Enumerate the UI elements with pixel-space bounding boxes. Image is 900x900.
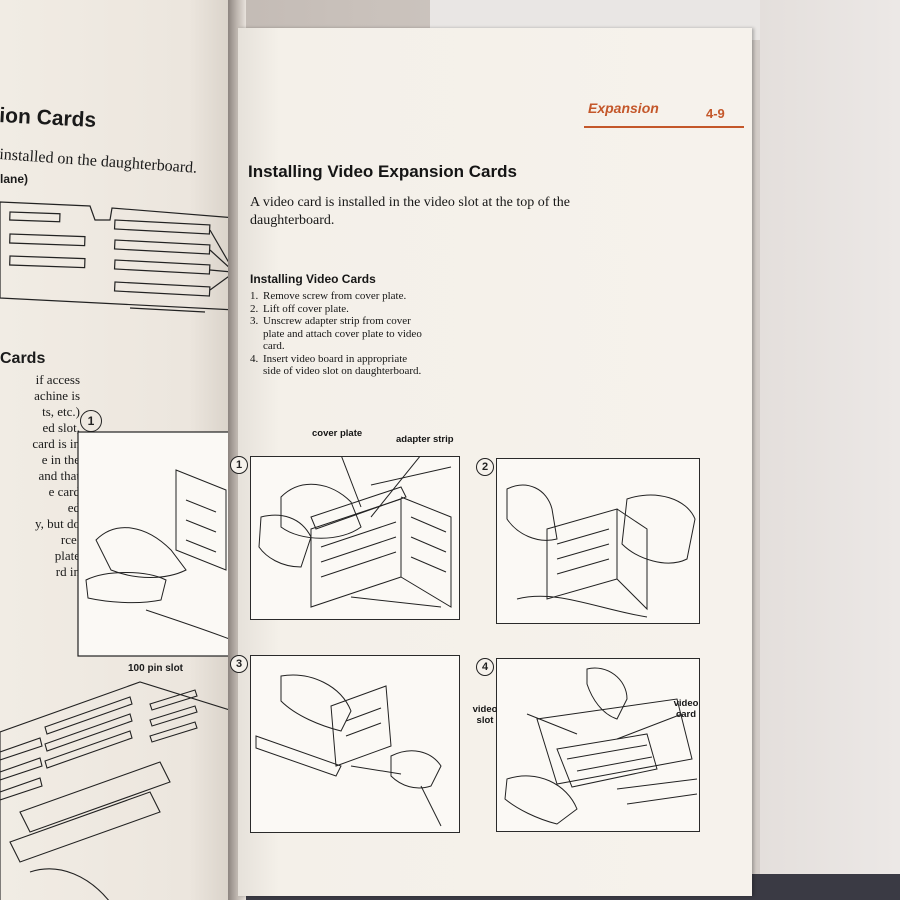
lift-cover-plate-illustration [506, 484, 696, 618]
figure-step-number: 4 [476, 658, 494, 676]
body-line: card is in [32, 436, 80, 451]
figure-panel-1 [250, 456, 460, 620]
body-line: if access [35, 372, 80, 387]
backplane-illustration [0, 201, 236, 313]
body-line: ed slot, [42, 420, 80, 435]
section-title: Installing Video Expansion Cards [248, 162, 517, 181]
slot-label: 100 pin slot [128, 663, 184, 674]
left-page-subline: installed on the daughterboard. [0, 146, 198, 177]
insert-video-board-illustration [504, 667, 698, 825]
body-line: rd in [55, 564, 80, 579]
callout-video-card: video card [673, 698, 699, 720]
body-line: rce. [60, 532, 80, 547]
motherboard-slots-illustration [0, 681, 236, 900]
body-line: e in the [41, 452, 80, 467]
figure-step-number: 3 [230, 655, 248, 673]
left-page-caption: lane) [0, 172, 29, 186]
body-line: y, but do [34, 516, 80, 531]
left-page: ion Cards installed on the daughterboard… [0, 0, 236, 900]
procedure-steps: 1.Remove screw from cover plate. 2.Lift … [250, 290, 425, 378]
figure-step-number: 2 [476, 458, 494, 476]
backdrop [760, 0, 900, 900]
body-line: plate [54, 548, 80, 563]
attach-cover-plate-illustration [255, 674, 442, 827]
running-header-section: Expansion [588, 100, 659, 116]
hand-removing-screw-illustration [77, 431, 235, 657]
figure-panel-3 [250, 655, 460, 833]
callout-video-slot: video slot [472, 704, 498, 726]
page-number: 4-9 [706, 106, 725, 121]
left-page-title: ion Cards [0, 104, 97, 133]
left-page-heading: Cards [0, 350, 46, 367]
callout-cover-plate: cover plate [312, 428, 363, 439]
list-item: 4.Insert video board in appropriate side… [250, 352, 422, 378]
body-line: e card [48, 484, 80, 499]
list-item: 2.Lift off cover plate. [250, 302, 349, 315]
body-line: and that [38, 468, 80, 483]
body-line: ed [67, 500, 80, 515]
figure-panel-4 [496, 658, 700, 832]
body-line: achine is [34, 388, 80, 403]
procedure-heading: Installing Video Cards [250, 272, 376, 286]
figure-panel-2 [496, 458, 700, 624]
right-page: Expansion 4-9 Installing Video Expansion… [230, 28, 752, 896]
callout-adapter-strip: adapter strip [396, 434, 454, 445]
list-item: 1.Remove screw from cover plate. [250, 290, 407, 302]
cover-plate-removal-illustration [258, 457, 452, 608]
list-item: 3.Unscrew adapter strip from cover plate… [250, 315, 422, 352]
header-rule [584, 126, 744, 128]
intro-paragraph: A video card is installed in the video s… [250, 195, 570, 228]
body-line: ts, etc.) [42, 404, 80, 419]
figure-step-number: 1 [80, 410, 102, 432]
figure-step-number: 1 [230, 456, 248, 474]
